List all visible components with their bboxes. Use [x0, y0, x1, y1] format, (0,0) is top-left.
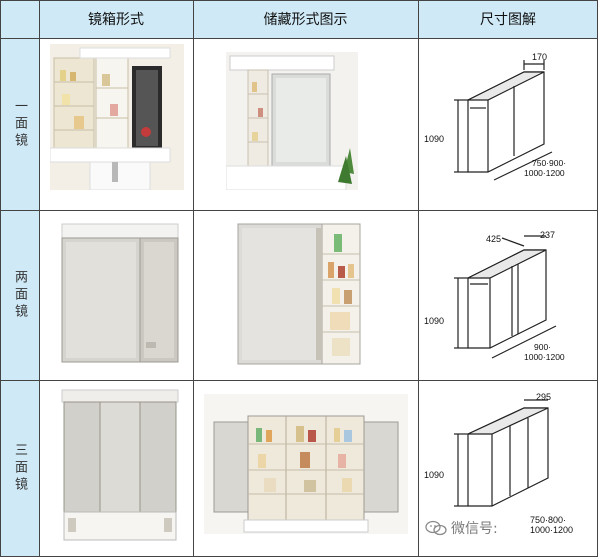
header-storage-illustration: 储藏形式图示 [193, 0, 418, 38]
dimension-label: 170 [532, 52, 547, 62]
illustration-triple-mirror-storage [204, 394, 408, 534]
header-dimension-diagram: 尺寸图解 [418, 0, 598, 38]
dimension-label: 750·800· [530, 515, 567, 525]
dimension-diagram-single-mirror: 170 1090 750·900· 1000·1200 [424, 48, 594, 198]
dimension-label: 237 [540, 230, 555, 240]
dimension-label: 425 [486, 234, 501, 244]
grid-line [0, 0, 598, 1]
header-cabinet-type: 镜箱形式 [39, 0, 193, 38]
dimension-label: 1090 [424, 470, 444, 480]
header-corner [0, 0, 39, 38]
grid-line [0, 38, 598, 39]
row-label-triple-mirror: 三面镜 [0, 380, 39, 557]
dimension-label: 1090 [424, 134, 444, 144]
watermark: 微信号: [425, 518, 498, 538]
grid-line [0, 0, 1, 557]
dimension-diagram-triple-mirror: 295 1090 [424, 390, 594, 516]
dimension-label: 1000·1200 [524, 352, 565, 362]
watermark-text: 微信号: [451, 521, 498, 537]
photo-double-mirror-cabinet [54, 218, 182, 368]
dimension-label: 295 [536, 392, 551, 402]
grid-line [0, 210, 598, 211]
dimension-label: 750·800· 1000·1200 [530, 515, 596, 535]
grid-line [418, 0, 419, 557]
dimension-label: 1000·1200 [524, 168, 565, 178]
illustration-single-mirror-storage [225, 52, 358, 191]
grid-line [193, 0, 194, 557]
dimension-label: 900· [534, 342, 551, 352]
grid-line [39, 0, 40, 557]
row-label-single-mirror: 一面镜 [0, 38, 39, 210]
dimension-label: 1090 [424, 316, 444, 326]
dimension-label: 1000·1200 [530, 525, 574, 535]
row-label-double-mirror: 两面镜 [0, 210, 39, 380]
grid-line [0, 380, 598, 381]
photo-single-mirror-cabinet [49, 44, 184, 191]
wechat-icon [425, 520, 447, 536]
dimension-label: 750·900· [532, 158, 566, 168]
illustration-double-mirror-storage [232, 218, 370, 368]
dimension-diagram-double-mirror: 425 237 1090 900· 1000·1200 [424, 222, 594, 372]
photo-triple-mirror-cabinet [60, 386, 180, 544]
